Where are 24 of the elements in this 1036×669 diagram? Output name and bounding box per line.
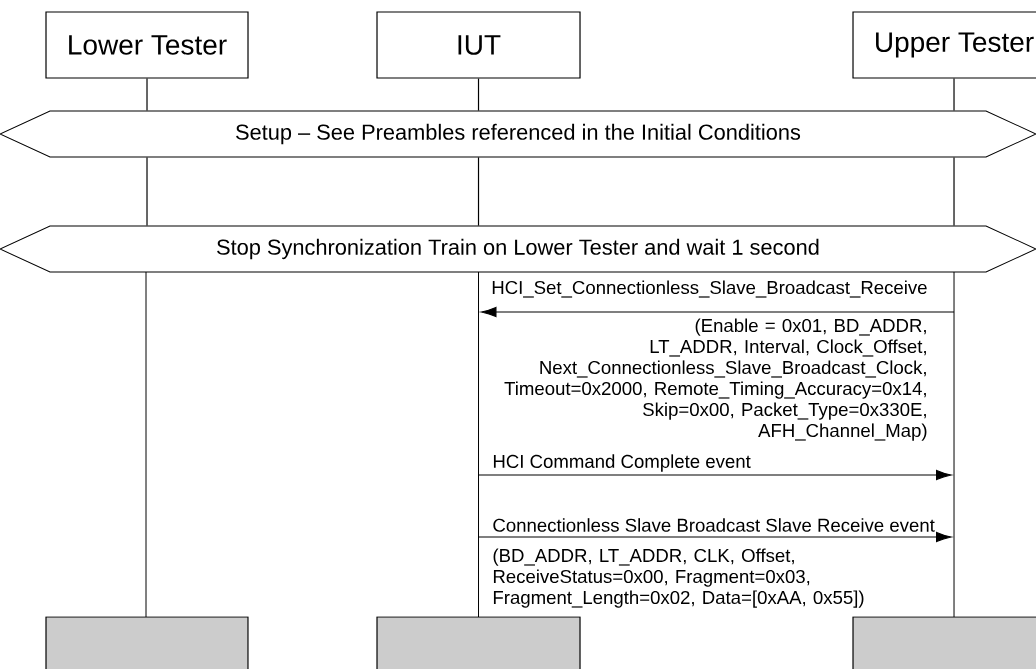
lifeline-header-box: IUT [376, 11, 581, 79]
end-box [45, 616, 249, 669]
hexagon-band: Stop Synchronization Train on Lower Tester and wait 1 second [0, 225, 1036, 273]
lifeline [953, 156, 955, 227]
edge-label: HCI_Set_Connectionless_Slave_Broadcast_Receive [492, 280, 927, 298]
lifeline [477, 78, 480, 112]
end-box [376, 616, 581, 669]
lifeline-header-box: Lower Tester [45, 11, 249, 79]
lifeline-header-box: Upper Tester [852, 11, 1036, 79]
message-arrow [480, 306, 955, 318]
message-arrow [477, 469, 952, 481]
end-box [852, 616, 1036, 669]
lifeline [145, 272, 147, 617]
lifeline [146, 156, 148, 227]
lifeline [953, 78, 955, 112]
lifeline [478, 272, 479, 617]
parameter-text: (BD_ADDR, LT_ADDR, CLK, Offset, ReceiveStatus=0x00, Fragment=0x03, Fragment_Length=0x02, Data=[0xAA, 0x55]) [493, 548, 864, 608]
lifeline [146, 78, 148, 112]
edge-label: HCI Command Complete event [493, 454, 751, 472]
lifeline [477, 156, 480, 227]
message-arrow [477, 531, 952, 543]
edge-label: Connectionless Slave Broadcast Slave Receive event [493, 518, 935, 532]
hexagon-band: Setup – See Preambles referenced in the Initial Conditions [0, 110, 1036, 158]
parameter-text: (Enable = 0x01, BD_ADDR, LT_ADDR, Interval, Clock_Offset, Next_Connectionless_Slave_Broadcast_Clock, Timeout=0x2000, Remote_Timing_Accuracy=0x14, Skip=0x00, Packet_Type=0x330E, AFH_Channel_Map) [504, 318, 927, 441]
